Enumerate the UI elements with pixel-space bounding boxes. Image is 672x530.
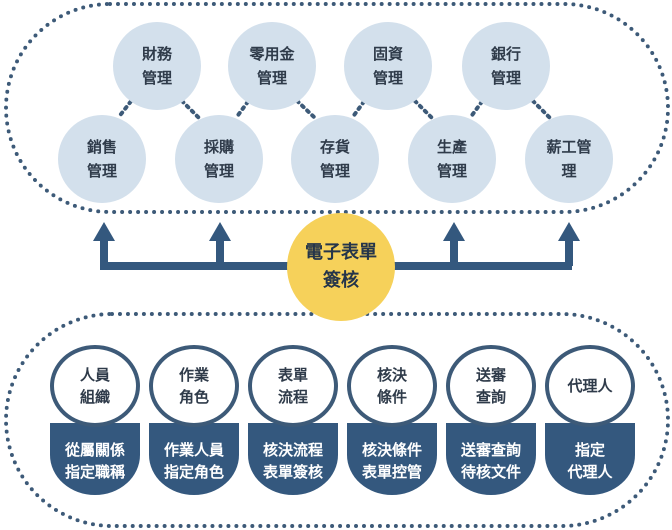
module-inventory: 存貨 管理: [291, 115, 379, 203]
feature-personnel-org: 從屬關係 指定職稱 人員 組織: [50, 345, 140, 495]
feature-detail: 送審查詢 待核文件: [446, 423, 536, 495]
top-modules-container: [4, 2, 670, 214]
module-fixed-assets: 固資 管理: [344, 22, 432, 110]
feature-title: 人員 組織: [50, 345, 140, 427]
feature-detail: 核決條件 表單控管: [347, 423, 437, 495]
feature-delegate: 指定 代理人 代理人: [545, 345, 635, 495]
module-finance: 財務 管理: [113, 22, 201, 110]
module-bank: 銀行 管理: [462, 22, 550, 110]
module-production: 生產 管理: [408, 115, 496, 203]
feature-submission-query: 送審查詢 待核文件 送審 查詢: [446, 345, 536, 495]
feature-title: 代理人: [545, 345, 635, 427]
arrow-head: [209, 222, 231, 241]
feature-detail: 指定 代理人: [545, 423, 635, 495]
module-purchasing: 採購 管理: [175, 115, 263, 203]
arrow-shafts: [100, 238, 573, 266]
arrow-heads: [93, 222, 580, 241]
feature-detail: 從屬關係 指定職稱: [50, 423, 140, 495]
feature-title: 作業 角色: [149, 345, 239, 427]
feature-form-flow: 核決流程 表單簽核 表單 流程: [248, 345, 338, 495]
feature-title: 表單 流程: [248, 345, 338, 427]
feature-detail: 核決流程 表單簽核: [248, 423, 338, 495]
module-payroll: 薪工管 理: [525, 115, 613, 203]
arrow-head: [558, 222, 580, 241]
feature-approval-conditions: 核決條件 表單控管 核決 條件: [347, 345, 437, 495]
arrow-head: [93, 222, 115, 241]
feature-work-role: 作業人員 指定角色 作業 角色: [149, 345, 239, 495]
module-sales: 銷售 管理: [58, 115, 146, 203]
feature-title: 核決 條件: [347, 345, 437, 427]
feature-detail: 作業人員 指定角色: [149, 423, 239, 495]
arrow-head: [443, 222, 465, 241]
module-petty-cash: 零用金 管理: [228, 22, 316, 110]
feature-title: 送審 查詢: [446, 345, 536, 427]
center-e-form-approval: 電子表單 簽核: [287, 213, 395, 321]
